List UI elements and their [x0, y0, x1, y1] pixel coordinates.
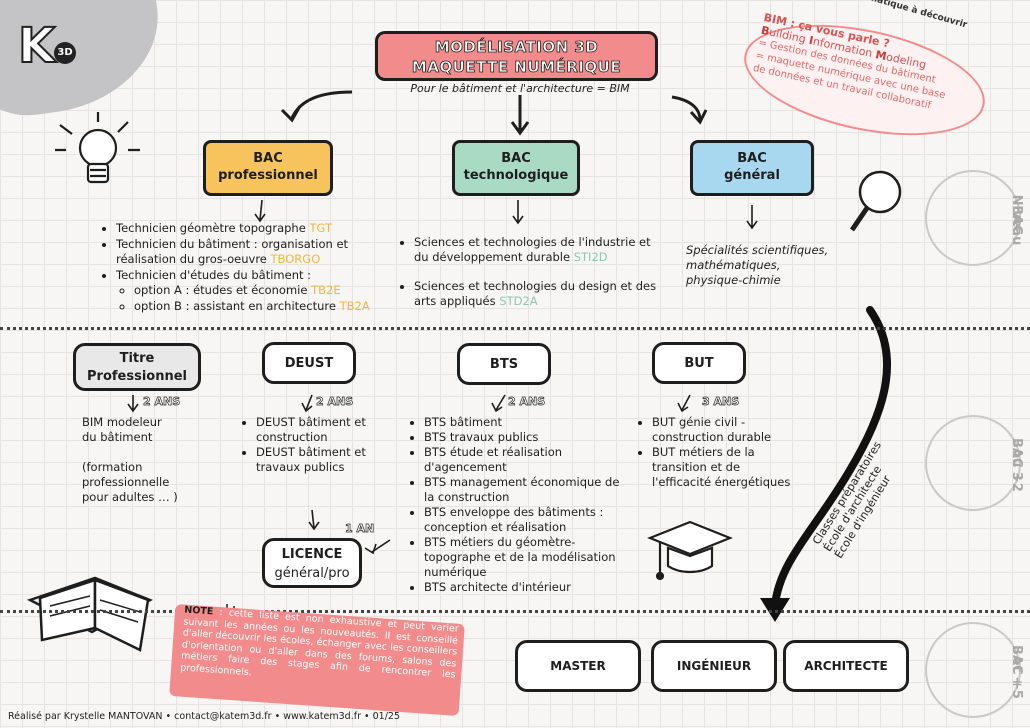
list-item: BTS travaux publics	[424, 430, 620, 445]
list-item: option A : études et économie TB2E	[134, 283, 390, 298]
list-item: DEUST bâtiment et construction	[256, 415, 382, 445]
arrowhead-pro	[280, 105, 302, 123]
bac-techno-line1: BAC	[501, 151, 531, 166]
magnifier-icon	[849, 170, 902, 232]
arrowhead-techno	[510, 121, 530, 136]
but-duration: 3 ANS	[702, 395, 740, 409]
titre-pro-text: BIM modeleur du bâtiment (formation prof…	[82, 415, 178, 504]
bac-pro-line1: BAC	[253, 151, 283, 166]
list-item: BTS étude et réalisation d'agencement	[424, 445, 620, 475]
deust-box: DEUST	[262, 342, 356, 384]
arrow-to-bac-gen	[671, 95, 702, 121]
bac-techno-list: Sciences et technologies de l'industrie …	[398, 235, 658, 310]
list-item: DEUST bâtiment et travaux publics	[256, 445, 382, 475]
arrowhead-gen	[689, 109, 708, 125]
bac-pro-line2: professionnel	[218, 168, 318, 183]
title-line1: MODÉLISATION 3D	[434, 38, 599, 57]
bts-duration: 2 ANS	[508, 395, 546, 409]
deust-duration: 2 ANS	[316, 395, 354, 409]
list-item: Technicien du bâtiment : organisation et…	[116, 237, 390, 267]
bac-pro-list: Technicien géomètre topographe TGT Techn…	[100, 221, 390, 315]
small-arrows	[127, 199, 758, 555]
bac-techno-line2: technologique	[463, 168, 569, 183]
logo: K 3D	[17, 18, 78, 82]
master-box: MASTER	[515, 640, 641, 692]
deust-list: DEUST bâtiment et construction DEUST bât…	[242, 415, 382, 475]
list-item: BTS management économique de la construc…	[424, 475, 620, 505]
list-item: BTS bâtiment	[424, 415, 620, 430]
licence-box: LICENCE général/pro	[262, 538, 362, 588]
architecte-box: ARCHITECTE	[783, 640, 909, 692]
bac-gen-box: BAC général	[690, 140, 814, 196]
graduation-cap-icon	[647, 520, 733, 581]
list-item: BTS enveloppe des bâtiments : conception…	[424, 505, 620, 535]
list-item: BTS architecte d'intérieur	[424, 580, 620, 595]
titre-pro-duration: 2 ANS	[143, 395, 181, 409]
list-item: Technicien d'études du bâtiment : option…	[116, 268, 390, 314]
subtitle: Pour le bâtiment et l'architecture = BIM	[410, 82, 630, 95]
bts-box: BTS	[457, 343, 551, 385]
logo-letter: K	[17, 18, 56, 74]
list-item: option B : assistant en architecture TB2…	[134, 299, 390, 314]
logo-sup: 3D	[54, 42, 76, 64]
list-item: Technicien géomètre topographe TGT	[116, 221, 390, 236]
lightbulb-icon	[55, 112, 140, 184]
title-line2: MAQUETTE NUMÉRIQUE	[411, 58, 622, 77]
list-item: Sciences et technologies du design et de…	[414, 279, 658, 309]
arrow-to-bac-pro	[290, 90, 353, 119]
but-list: BUT génie civil - construction durable B…	[638, 415, 798, 490]
bac-gen-text: Spécialités scientifiques, mathématiques…	[686, 243, 829, 287]
ingenieur-box: INGÉNIEUR	[651, 640, 777, 692]
book-icon	[26, 576, 153, 652]
divider-top	[0, 327, 1030, 330]
but-box: BUT	[652, 342, 746, 384]
bac-pro-box: BAC professionnel	[203, 140, 333, 196]
footer: Réalisé par Krystelle MANTOVAN • contact…	[8, 711, 401, 722]
list-item: BTS métiers du géomètre-topographe et de…	[424, 535, 620, 580]
bac-gen-line2: général	[724, 168, 780, 183]
titre-pro-box: Titre Professionnel	[73, 343, 201, 391]
list-item: Sciences et technologies de l'industrie …	[414, 235, 658, 265]
bac-gen-line1: BAC	[737, 151, 767, 166]
list-item: BUT métiers de la transition et de l'eff…	[652, 445, 798, 490]
bts-list: BTS bâtiment BTS travaux publics BTS étu…	[410, 415, 620, 595]
bac-techno-box: BAC technologique	[452, 140, 580, 196]
divider-bottom	[0, 610, 1030, 613]
licence-duration: 1 AN	[345, 522, 375, 536]
list-item: BUT génie civil - construction durable	[652, 415, 798, 445]
big-curve-arrow	[771, 306, 892, 609]
title-box: MODÉLISATION 3D MAQUETTE NUMÉRIQUE	[375, 31, 658, 81]
